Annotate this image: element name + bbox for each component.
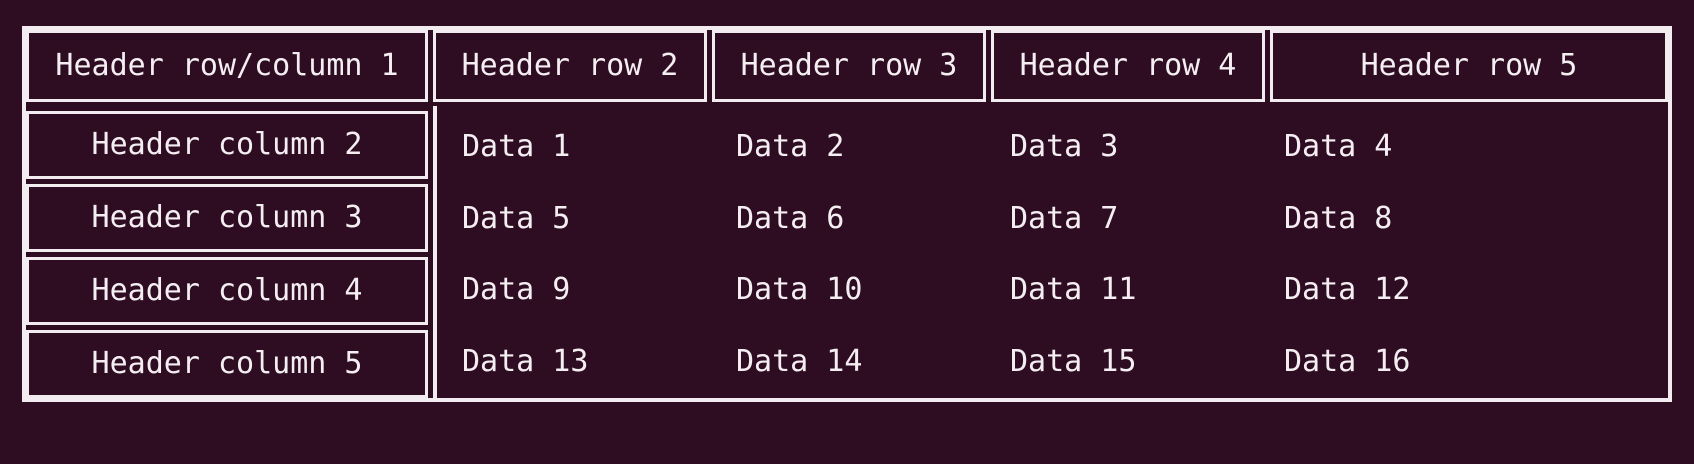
data-cell[interactable]: Data 1 [462, 128, 571, 164]
data-cell[interactable]: Data 4 [1284, 128, 1393, 164]
data-cell[interactable]: Data 9 [462, 272, 571, 308]
data-cell[interactable]: Data 5 [462, 200, 571, 236]
header-cell-column5[interactable]: Header column 5 [26, 330, 428, 398]
data-cell[interactable]: Data 13 [462, 344, 589, 380]
table-header-row: Header row/column 1 Header row 2 Header … [26, 30, 1668, 106]
header-cell-row3[interactable]: Header row 3 [712, 30, 986, 102]
header-cell-row4[interactable]: Header row 4 [991, 30, 1265, 102]
header-cell-column2[interactable]: Header column 2 [26, 111, 428, 179]
header-cell-row2[interactable]: Header row 2 [433, 30, 707, 102]
data-cell[interactable]: Data 6 [736, 200, 845, 236]
table-row: Data 13 Data 14 Data 15 Data 16 [437, 326, 1668, 398]
header-cell-row1-col1[interactable]: Header row/column 1 [26, 30, 428, 102]
data-cell[interactable]: Data 16 [1284, 344, 1411, 380]
table-header-column: Header column 2 Header column 3 Header c… [26, 111, 428, 398]
data-cell[interactable]: Data 3 [1010, 128, 1119, 164]
table-body: Header column 2 Header column 3 Header c… [26, 106, 1668, 398]
header-cell-column3[interactable]: Header column 3 [26, 184, 428, 252]
table-data-grid: Data 1 Data 2 Data 3 Data 4 Data 5 Data … [437, 111, 1668, 398]
table-inner: Header row/column 1 Header row 2 Header … [26, 30, 1668, 398]
table-row: Data 9 Data 10 Data 11 Data 12 [437, 255, 1668, 327]
data-table: Header row/column 1 Header row 2 Header … [22, 26, 1672, 402]
data-cell[interactable]: Data 14 [736, 344, 863, 380]
header-column-divider [433, 106, 437, 398]
data-cell[interactable]: Data 7 [1010, 200, 1119, 236]
data-cell[interactable]: Data 15 [1010, 344, 1137, 380]
data-cell[interactable]: Data 8 [1284, 200, 1393, 236]
header-cell-row5[interactable]: Header row 5 [1270, 30, 1668, 102]
data-cell[interactable]: Data 12 [1284, 272, 1411, 308]
data-cell[interactable]: Data 10 [736, 272, 863, 308]
table-row: Data 5 Data 6 Data 7 Data 8 [437, 183, 1668, 255]
table-row: Data 1 Data 2 Data 3 Data 4 [437, 111, 1668, 183]
data-cell[interactable]: Data 2 [736, 128, 845, 164]
data-cell[interactable]: Data 11 [1010, 272, 1137, 308]
header-cell-column4[interactable]: Header column 4 [26, 257, 428, 325]
